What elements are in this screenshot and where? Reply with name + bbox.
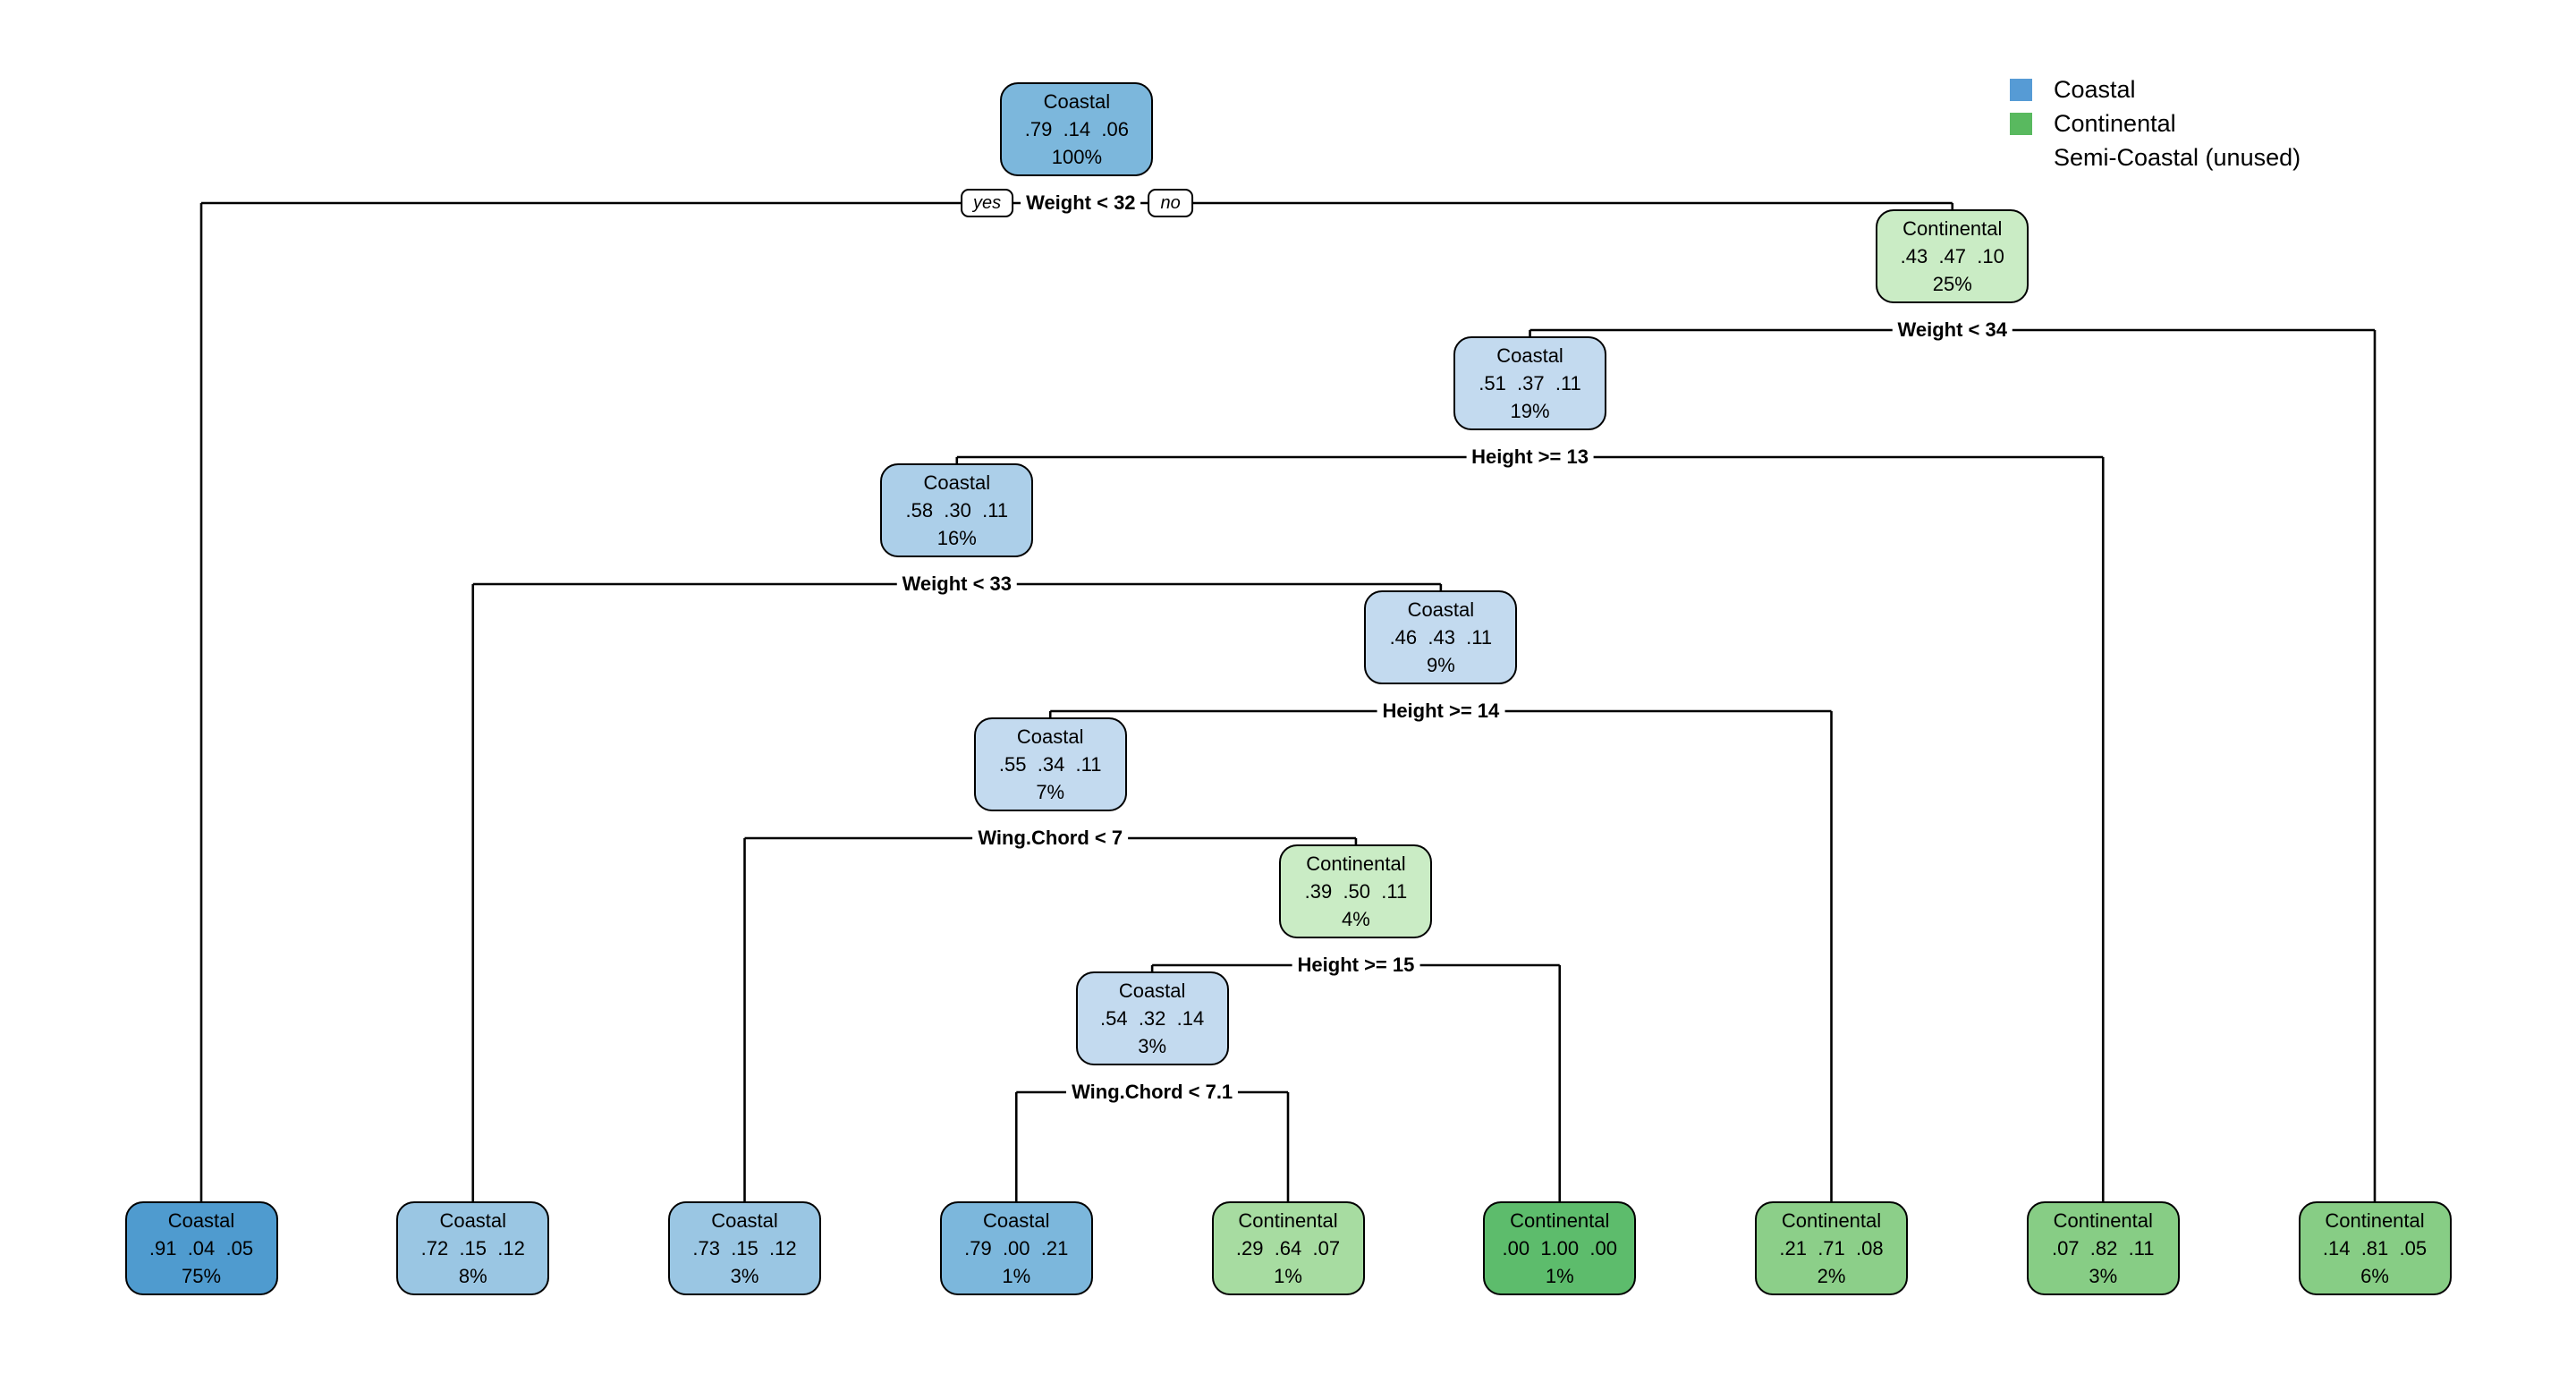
node-percentage: 9% [1426, 654, 1455, 676]
node-percentage: 16% [936, 527, 977, 549]
split-condition-text: Weight < 34 [1892, 317, 2012, 344]
node-probabilities: .39 .50 .11 [1304, 880, 1408, 903]
split-condition-text: Weight < 33 [896, 571, 1018, 598]
tree-node: Coastal .79 .14 .06 100% [1000, 82, 1154, 176]
legend-item: Semi-Coastal (unused) [2010, 140, 2301, 174]
split-condition-text: Wing.Chord < 7 [972, 825, 1129, 852]
split-condition-text: Wing.Chord < 7.1 [1066, 1079, 1239, 1106]
node-percentage: 75% [181, 1265, 222, 1287]
tree-leaf-node: Coastal .91 .04 .05 75% [124, 1201, 278, 1295]
node-class-label: Coastal [711, 1209, 778, 1232]
node-probabilities: .91 .04 .05 [148, 1237, 254, 1260]
tree-leaf-node: Continental .14 .81 .05 6% [2298, 1201, 2452, 1295]
node-class-label: Coastal [1043, 90, 1111, 113]
node-percentage: 25% [1932, 273, 1972, 295]
tree-node: Continental .43 .47 .10 25% [1876, 209, 2029, 303]
node-probabilities: .55 .34 .11 [998, 753, 1102, 776]
split-label: yes Weight < 32 no [960, 189, 1193, 217]
no-branch-badge: no [1148, 189, 1193, 217]
tree-node: Continental .39 .50 .11 4% [1279, 844, 1433, 938]
legend-item-label: Semi-Coastal (unused) [2054, 144, 2301, 171]
node-class-label: Continental [2325, 1209, 2425, 1232]
node-class-label: Coastal [1496, 344, 1563, 367]
tree-leaf-node: Continental .29 .64 .07 1% [1211, 1201, 1365, 1295]
tree-node: Coastal .58 .30 .11 16% [880, 463, 1034, 557]
node-percentage: 8% [458, 1265, 487, 1287]
node-probabilities: .79 .00 .21 [964, 1237, 1069, 1260]
node-probabilities: .07 .82 .11 [2051, 1237, 2155, 1260]
split-label: Weight < 33 [896, 571, 1018, 598]
node-class-label: Coastal [1407, 598, 1475, 621]
node-probabilities: .29 .64 .07 [1235, 1237, 1341, 1260]
node-class-label: Continental [1306, 852, 1406, 875]
tree-node: Coastal .55 .34 .11 7% [973, 717, 1127, 811]
split-condition-text: Height >= 13 [1466, 444, 1594, 471]
node-probabilities: .72 .15 .12 [420, 1237, 525, 1260]
node-percentage: 3% [730, 1265, 759, 1287]
legend-item-label: Continental [2054, 110, 2176, 137]
legend-swatch-icon [2010, 112, 2032, 135]
split-condition-text: Height >= 14 [1377, 698, 1505, 725]
yes-branch-badge: yes [960, 189, 1014, 217]
tree-leaf-node: Continental .07 .82 .11 3% [2026, 1201, 2180, 1295]
node-class-label: Continental [2053, 1209, 2153, 1232]
split-condition-text: Height >= 15 [1292, 952, 1420, 979]
node-class-label: Coastal [167, 1209, 235, 1232]
node-percentage: 6% [2360, 1265, 2389, 1287]
legend-swatch-icon [2010, 78, 2032, 101]
node-percentage: 1% [1002, 1265, 1031, 1287]
node-class-label: Coastal [923, 471, 991, 494]
split-label: Weight < 34 [1892, 317, 2012, 344]
node-percentage: 1% [1545, 1265, 1574, 1287]
tree-leaf-node: Continental .21 .71 .08 2% [1755, 1201, 1908, 1295]
node-probabilities: .21 .71 .08 [1779, 1237, 1884, 1260]
node-percentage: 3% [1138, 1035, 1167, 1057]
tree-node: Coastal .51 .37 .11 19% [1453, 336, 1607, 430]
node-probabilities: .43 .47 .10 [1900, 245, 2004, 267]
node-class-label: Coastal [1118, 980, 1186, 1002]
tree-node: Coastal .54 .32 .14 3% [1075, 971, 1229, 1065]
node-class-label: Coastal [1016, 725, 1084, 748]
node-percentage: 7% [1036, 781, 1065, 803]
node-class-label: Continental [1238, 1209, 1338, 1232]
node-probabilities: .14 .81 .05 [2322, 1237, 2428, 1260]
node-percentage: 1% [1274, 1265, 1302, 1287]
split-label: Wing.Chord < 7.1 [1066, 1079, 1239, 1106]
node-percentage: 19% [1510, 400, 1550, 422]
tree-node: Coastal .46 .43 .11 9% [1364, 590, 1518, 684]
split-label: Height >= 13 [1466, 444, 1594, 471]
legend-item-label: Coastal [2054, 76, 2136, 103]
node-probabilities: .73 .15 .12 [692, 1237, 797, 1260]
node-probabilities: .79 .14 .06 [1024, 118, 1129, 140]
node-class-label: Coastal [439, 1209, 507, 1232]
node-class-label: Continental [1510, 1209, 1610, 1232]
node-class-label: Coastal [982, 1209, 1050, 1232]
legend-item: Coastal [2010, 72, 2301, 106]
tree-branch-lines [199, 201, 2377, 1201]
node-percentage: 100% [1051, 146, 1103, 168]
split-label: Height >= 14 [1377, 698, 1505, 725]
node-percentage: 4% [1342, 908, 1370, 930]
legend-item: Continental [2010, 106, 2301, 140]
node-probabilities: .00 1.00 .00 [1502, 1237, 1617, 1260]
tree-leaf-node: Continental .00 1.00 .00 1% [1483, 1201, 1637, 1295]
split-label: Wing.Chord < 7 [972, 825, 1129, 852]
node-class-label: Continental [1902, 217, 2003, 240]
node-probabilities: .51 .37 .11 [1479, 372, 1581, 394]
node-probabilities: .58 .30 .11 [905, 499, 1009, 522]
node-probabilities: .54 .32 .14 [1100, 1007, 1205, 1030]
node-percentage: 3% [2089, 1265, 2118, 1287]
split-label: Height >= 15 [1292, 952, 1420, 979]
tree-leaf-node: Coastal .73 .15 .12 3% [668, 1201, 821, 1295]
node-percentage: 2% [1817, 1265, 1846, 1287]
tree-leaf-node: Coastal .79 .00 .21 1% [939, 1201, 1093, 1295]
node-class-label: Continental [1781, 1209, 1882, 1232]
split-condition-text: Weight < 32 [1021, 190, 1141, 216]
node-probabilities: .46 .43 .11 [1389, 626, 1493, 649]
tree-leaf-node: Coastal .72 .15 .12 8% [396, 1201, 550, 1295]
